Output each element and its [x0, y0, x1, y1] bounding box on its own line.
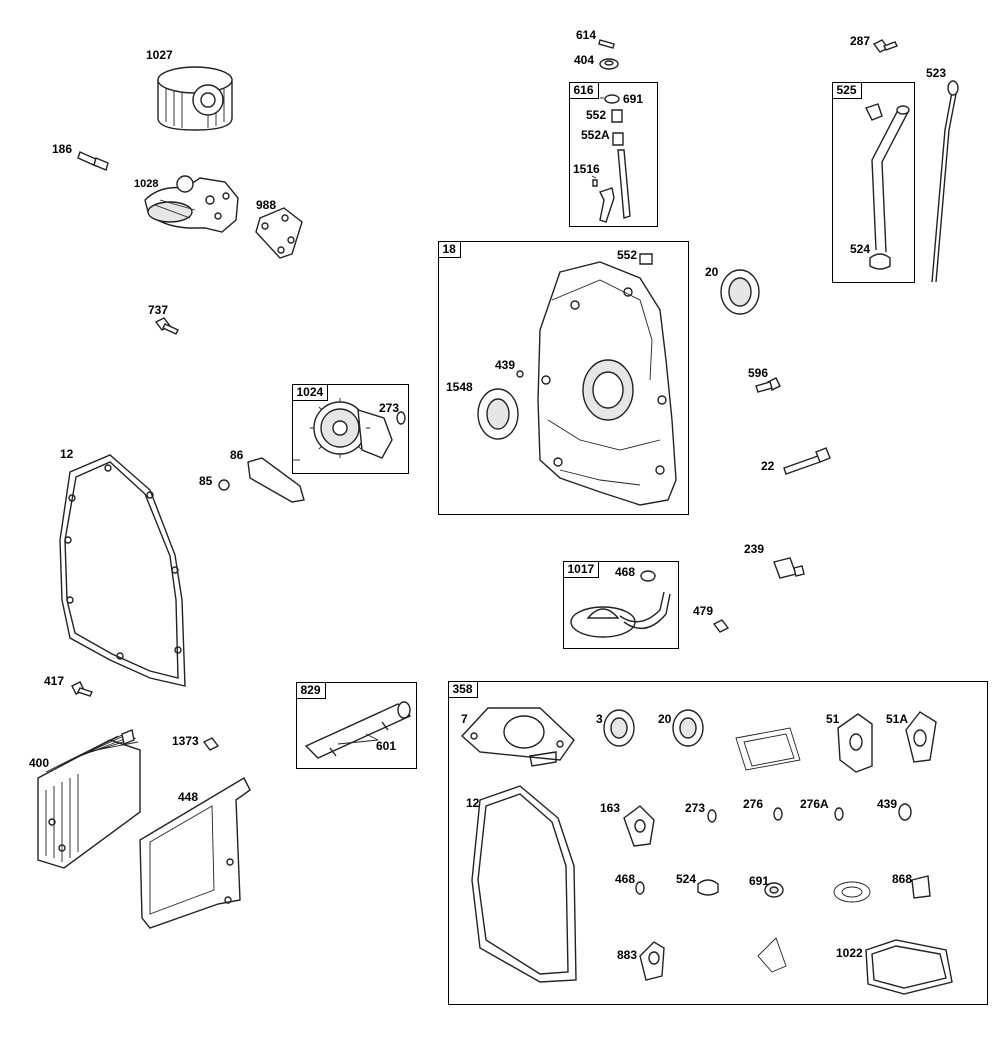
crankcase-cover-18	[477, 253, 677, 506]
label-468-pickup: 468	[615, 565, 636, 579]
label-276A: 276A	[800, 797, 829, 811]
filter-adapter-1028	[144, 175, 239, 233]
label-691-set: 691	[749, 874, 770, 888]
label-51A: 51A	[886, 712, 909, 726]
label-552A: 552A	[581, 128, 610, 142]
label-468-set: 468	[615, 872, 636, 886]
gasket-set-358	[461, 707, 953, 995]
dowel-829	[304, 701, 412, 759]
governor-616	[592, 94, 631, 223]
box-358: 358	[447, 680, 988, 1005]
label-552-cover: 552	[617, 248, 638, 262]
oil-fill-tube-525	[865, 103, 910, 270]
label-12-set: 12	[466, 796, 480, 810]
plug-85	[218, 479, 230, 491]
label-3: 3	[596, 712, 603, 726]
box-358-tag: 358	[447, 680, 478, 698]
label-1516: 1516	[573, 162, 600, 176]
label-51: 51	[826, 712, 840, 726]
label-12-left: 12	[60, 447, 74, 461]
oil-pickup-1017	[570, 570, 671, 638]
bolt-596	[755, 377, 781, 393]
label-1373: 1373	[172, 734, 199, 748]
box-1017-tag: 1017	[562, 560, 600, 578]
label-524-tube: 524	[850, 242, 871, 256]
crankcase-gasket-12	[59, 454, 186, 687]
bracket-448	[139, 777, 251, 929]
box-18: 18	[437, 240, 689, 515]
label-1027: 1027	[146, 48, 173, 62]
label-7: 7	[461, 712, 468, 726]
box-616-tag: 616	[568, 81, 599, 99]
cover-86	[247, 457, 305, 503]
label-601: 601	[376, 739, 397, 753]
leader-lines	[292, 97, 604, 745]
box-525-tag: 525	[831, 81, 862, 99]
label-439-set: 439	[877, 797, 898, 811]
oil-pump-1024	[310, 398, 406, 459]
box-1024-tag: 1024	[291, 383, 329, 401]
fitting-186	[77, 151, 109, 171]
label-1028: 1028	[134, 178, 159, 190]
label-22: 22	[761, 459, 775, 473]
label-524-set: 524	[676, 872, 697, 886]
oil-seal-20	[720, 269, 760, 315]
label-448: 448	[178, 790, 199, 804]
box-525: 525	[831, 81, 915, 283]
label-400: 400	[29, 756, 50, 770]
label-596: 596	[748, 366, 769, 380]
screw-287	[872, 39, 898, 53]
label-988: 988	[256, 198, 277, 212]
label-1548: 1548	[446, 380, 473, 394]
label-20-set: 20	[658, 712, 672, 726]
label-691-gov: 691	[623, 92, 644, 106]
oil-cooler-400	[37, 729, 141, 869]
dipstick-523	[931, 80, 959, 283]
label-239: 239	[744, 542, 765, 556]
box-829: 829	[295, 681, 417, 769]
box-1024: 1024	[291, 383, 409, 474]
label-404: 404	[574, 53, 595, 67]
label-287: 287	[850, 34, 871, 48]
screw-1373	[202, 737, 220, 751]
box-829-tag: 829	[295, 681, 326, 699]
box-1017: 1017	[562, 560, 679, 649]
label-186: 186	[52, 142, 73, 156]
bolt-417	[71, 681, 93, 697]
washer-404	[599, 58, 619, 70]
label-614: 614	[576, 28, 597, 42]
label-883: 883	[617, 948, 638, 962]
bolt-22	[783, 447, 831, 475]
label-273-pump: 273	[379, 401, 400, 415]
label-737: 737	[148, 303, 169, 317]
label-1022: 1022	[836, 946, 863, 960]
label-20-right: 20	[705, 265, 719, 279]
label-417: 417	[44, 674, 65, 688]
label-163: 163	[600, 801, 621, 815]
oil-filter-1027	[157, 66, 233, 131]
label-86: 86	[230, 448, 244, 462]
label-479: 479	[693, 604, 714, 618]
label-552-gov: 552	[586, 108, 607, 122]
screw-479	[712, 619, 730, 633]
pin-614	[598, 39, 615, 49]
oil-sensor-239	[773, 557, 805, 579]
bolt-737	[154, 317, 179, 335]
label-276: 276	[743, 797, 764, 811]
label-85: 85	[199, 474, 213, 488]
gasket-988	[255, 207, 303, 259]
box-18-tag: 18	[437, 240, 461, 258]
label-523: 523	[926, 66, 947, 80]
label-868: 868	[892, 872, 913, 886]
label-273-set: 273	[685, 801, 706, 815]
label-439-cover: 439	[495, 358, 516, 372]
box-616: 616	[568, 81, 658, 227]
